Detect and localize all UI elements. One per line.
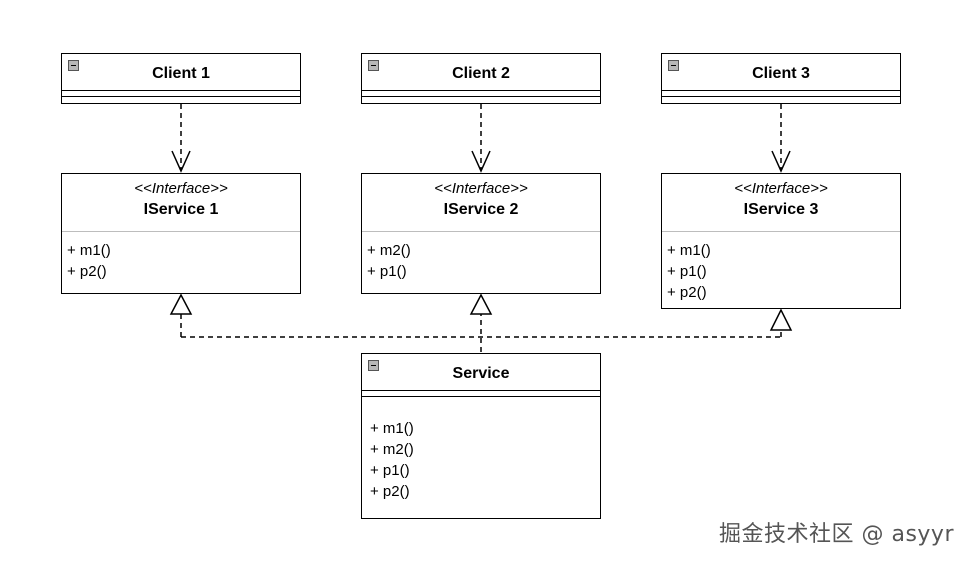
dependency-arrowhead-3: [771, 150, 791, 173]
dependency-arrowhead-1: [171, 150, 191, 173]
iservice-2-interface[interactable]: <<Interface>> IService 2 + m2() + p1(): [361, 173, 601, 294]
methods-divider: [662, 96, 900, 97]
iservice-1-title: IService 1: [143, 201, 219, 218]
member-item: + m2(): [370, 441, 414, 458]
member-item: + p1(): [367, 263, 407, 280]
member-item: + p1(): [370, 462, 410, 479]
service-title: Service: [452, 365, 510, 382]
iservice-1-interface[interactable]: <<Interface>> IService 1 + m1() + p2(): [61, 173, 301, 294]
member-item: + p1(): [667, 263, 707, 280]
member-item: + m1(): [667, 242, 711, 259]
members-divider: [662, 231, 900, 232]
dependency-arrowhead-2: [471, 150, 491, 173]
realization-arrowhead-3: [769, 308, 793, 331]
client-1-title: Client 1: [152, 65, 210, 82]
attributes-divider: [62, 90, 300, 91]
methods-divider: [362, 396, 600, 397]
members-divider: [62, 231, 300, 232]
client-3-title: Client 3: [752, 65, 810, 82]
methods-divider: [362, 96, 600, 97]
collapse-icon[interactable]: [368, 60, 379, 71]
collapse-icon[interactable]: [68, 60, 79, 71]
client-3-class[interactable]: Client 3: [661, 53, 901, 104]
member-item: + p2(): [667, 284, 707, 301]
iservice-3-members: + m1() + p1() + p2(): [667, 240, 711, 303]
iservice-3-title: IService 3: [743, 201, 819, 218]
iservice-2-title: IService 2: [443, 201, 519, 218]
iservice-1-members: + m1() + p2(): [67, 240, 111, 282]
members-divider: [362, 231, 600, 232]
member-item: + p2(): [67, 263, 107, 280]
service-class[interactable]: Service + m1() + m2() + p1() + p2(): [361, 353, 601, 519]
service-members: + m1() + m2() + p1() + p2(): [370, 418, 414, 502]
realization-arrowhead-2: [469, 293, 493, 315]
member-item: + m2(): [367, 242, 411, 259]
realization-arrowhead-1: [169, 293, 193, 315]
methods-divider: [62, 96, 300, 97]
attributes-divider: [362, 90, 600, 91]
iservice-3-interface[interactable]: <<Interface>> IService 3 + m1() + p1() +…: [661, 173, 901, 309]
client-2-class[interactable]: Client 2: [361, 53, 601, 104]
member-item: + p2(): [370, 483, 410, 500]
watermark-text: 掘金技术社区 @ asyyr: [718, 522, 954, 547]
collapse-icon[interactable]: [368, 360, 379, 371]
attributes-divider: [362, 390, 600, 391]
collapse-icon[interactable]: [668, 60, 679, 71]
member-item: + m1(): [67, 242, 111, 259]
client-2-title: Client 2: [452, 65, 510, 82]
interface-stereotype: <<Interface>>: [734, 180, 828, 197]
member-item: + m1(): [370, 420, 414, 437]
attributes-divider: [662, 90, 900, 91]
interface-stereotype: <<Interface>>: [134, 180, 228, 197]
interface-stereotype: <<Interface>>: [434, 180, 528, 197]
iservice-2-members: + m2() + p1(): [367, 240, 411, 282]
client-1-class[interactable]: Client 1: [61, 53, 301, 104]
